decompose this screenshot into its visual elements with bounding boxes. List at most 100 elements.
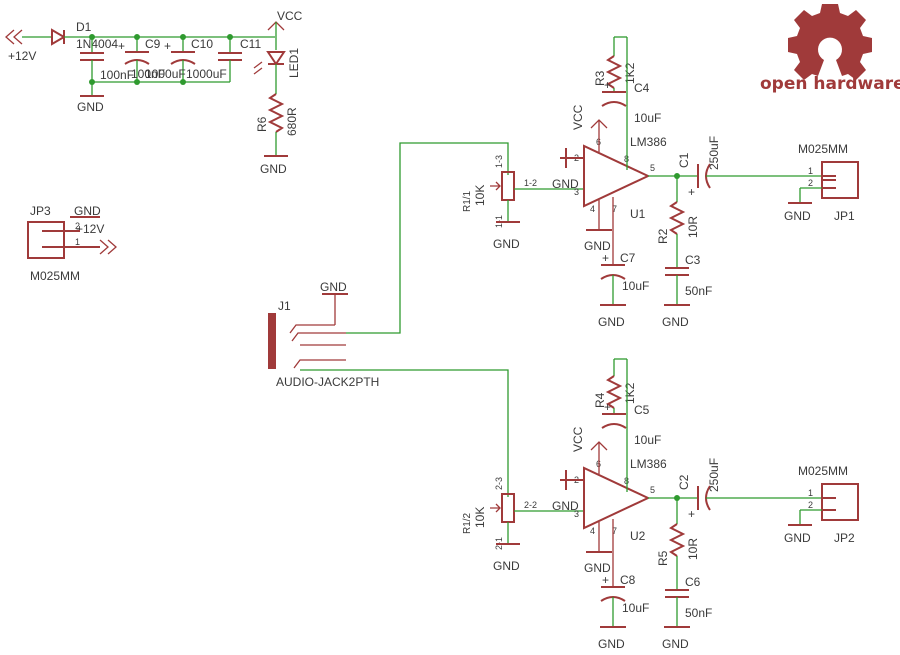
logo-text: open hardware — [760, 74, 900, 94]
c-extra-value: 100nF — [100, 68, 134, 82]
ch2-pot-value: 10K — [473, 507, 487, 528]
ch1-pot-gnd: GND — [493, 237, 520, 251]
ch2-c-bypass-value: 10uF — [622, 601, 649, 615]
ch1-amp-gnd-pin-label: GND — [552, 177, 579, 191]
ch2-c-top-name: C5 — [634, 403, 650, 417]
d1-name: D1 — [76, 20, 92, 34]
ch1-c-out-value: 250uF — [707, 136, 721, 170]
audio-jack-j1: J1 GND AUDIO-JACK2PTH — [268, 280, 379, 389]
ch2-c-top-value: 10uF — [634, 433, 661, 447]
d1-value: 1N4004 — [76, 37, 118, 51]
j1-name: J1 — [278, 299, 291, 313]
ch2-amp-part: LM386 — [630, 457, 667, 471]
vcc-label: VCC — [277, 9, 303, 23]
jp3-name: JP3 — [30, 204, 51, 218]
ch1-r-top-name: R3 — [593, 70, 607, 86]
ch1-pot-value: 10K — [473, 185, 487, 206]
ch2-pot-gnd: GND — [493, 559, 520, 573]
ch1-c-top-name: C4 — [634, 81, 650, 95]
ch1-pot-name: R1/1 — [462, 190, 473, 212]
ch2-c-zobel-value: 50nF — [685, 606, 712, 620]
ch2-pin7: 7 — [612, 526, 617, 536]
r6-name: R6 — [255, 116, 269, 132]
ch1-pot-pin-wiper: 1-2 — [524, 178, 537, 188]
jp1-pin1: 1 — [808, 166, 813, 176]
wire-jack-left — [346, 142, 509, 334]
wire-jack-right — [300, 369, 509, 497]
ch1-c-bypass-value: 10uF — [622, 279, 649, 293]
svg-text:+: + — [164, 39, 171, 53]
jp2-type: M025MM — [798, 464, 848, 478]
capacitor-c9: + C9 100nF — [118, 37, 165, 82]
svg-text:+: + — [604, 78, 611, 92]
svg-text:+: + — [688, 185, 695, 199]
ch2-c-zobel-name: C6 — [685, 575, 701, 589]
svg-text:+: + — [602, 573, 609, 587]
jp3-type: M025MM — [30, 269, 80, 283]
capacitor-c11: C11 1000uF — [186, 37, 261, 82]
jp2-gnd: GND — [784, 531, 811, 545]
ch1-c-zobel-name: C3 — [685, 253, 701, 267]
svg-text:+: + — [118, 39, 125, 53]
diode-d1: D1 1N4004 — [51, 20, 118, 51]
resistor-r6: R6 680R — [255, 93, 299, 136]
ch1-amp-u1 — [583, 144, 651, 208]
ch2-amp-u2 — [583, 466, 651, 530]
ch2-c-out-name: C2 — [677, 474, 691, 490]
c11-value: 1000uF — [186, 67, 227, 81]
ch1-r-zobel-name: R2 — [656, 228, 670, 244]
c9-name: C9 — [145, 37, 161, 51]
ch2-pot-pin-wiper: 2-2 — [524, 500, 537, 510]
svg-text:+: + — [602, 251, 609, 265]
j1-type: AUDIO-JACK2PTH — [276, 375, 379, 389]
ch2-c-bypass-gnd: GND — [598, 637, 625, 651]
ch1-vcc-label: VCC — [571, 104, 585, 130]
jp3-supply-label: +12V — [76, 222, 104, 236]
supply-arrow-icon — [5, 29, 23, 45]
jp2-name: JP2 — [834, 531, 855, 545]
ch2-amp-gnd: GND — [584, 561, 611, 575]
jp3-gnd-label: GND — [74, 204, 101, 218]
ch1-c-top-value: 10uF — [634, 111, 661, 125]
ch2-pin3: 3 — [574, 509, 579, 519]
ch1-pin7: 7 — [612, 204, 617, 214]
jp1-pin2: 2 — [808, 178, 813, 188]
ch2-r-top-value: 1K2 — [623, 382, 637, 404]
ch2-amp-gnd-pin-label: GND — [552, 499, 579, 513]
ch1-c-bypass-gnd: GND — [598, 315, 625, 329]
jp3-supply-arrow-icon — [99, 239, 117, 255]
ch1-pot-pin-top: 1-3 — [494, 155, 504, 168]
connector-jp1: M025MM 1 2 GND JP1 — [784, 142, 859, 223]
r6-value: 680R — [285, 107, 299, 136]
ch1-r-zobel-value: 10R — [686, 216, 700, 238]
channel-1: R1/1 10K 1-3 1-1 1-2 GND LM386 U1 2 3 6 … — [462, 36, 859, 329]
jp1-name: JP1 — [834, 209, 855, 223]
jp2-pin2: 2 — [808, 500, 813, 510]
ch2-vcc-label: VCC — [571, 426, 585, 452]
ch1-pin5: 5 — [650, 163, 655, 173]
capacitor-c10: + C10 1000uF — [145, 37, 213, 82]
jp2-pin1: 1 — [808, 488, 813, 498]
ch1-amp-part: LM386 — [630, 135, 667, 149]
ch1-c-bypass-name: C7 — [620, 251, 636, 265]
jp1-type: M025MM — [798, 142, 848, 156]
ch1-amp-name: U1 — [630, 207, 646, 221]
ch2-r-zobel-name: R5 — [656, 550, 670, 566]
power-gnd-label: GND — [77, 100, 104, 114]
ch2-r-zobel-value: 10R — [686, 538, 700, 560]
ch2-c-bypass-name: C8 — [620, 573, 636, 587]
ch1-c-zobel-value: 50nF — [685, 284, 712, 298]
ch2-r-top-name: R4 — [593, 392, 607, 408]
supply-label: +12V — [8, 49, 36, 63]
jp1-gnd: GND — [784, 209, 811, 223]
c9-value: 100nF — [131, 67, 165, 81]
svg-text:+: + — [604, 400, 611, 414]
ch1-amp-gnd: GND — [584, 239, 611, 253]
ch2-c-zobel-gnd: GND — [662, 637, 689, 651]
ch2-amp-name: U2 — [630, 529, 646, 543]
capacitor-c-100nf: 100nF — [80, 37, 134, 96]
led-led1: LED1 — [253, 48, 301, 78]
led-name: LED1 — [287, 48, 301, 78]
r6-gnd-label: GND — [260, 162, 287, 176]
